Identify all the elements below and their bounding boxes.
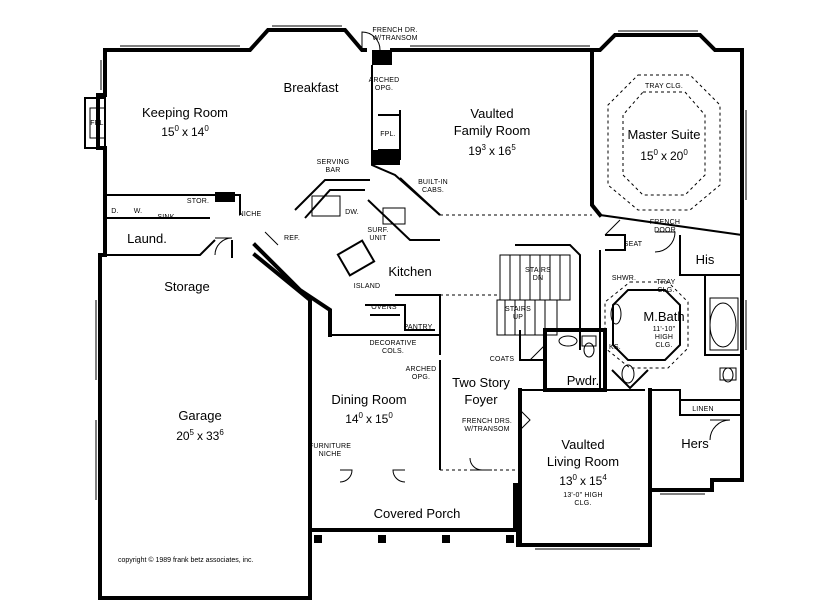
note-serving-2: BAR	[326, 167, 341, 174]
note-island: ISLAND	[354, 283, 381, 290]
room-name-foyer-1: Two Story	[452, 375, 510, 390]
note-arched-1: ARCHED	[369, 77, 400, 84]
room-name-foyer-2: Foyer	[464, 392, 498, 407]
note-stairs-up-2: UP	[513, 314, 523, 321]
note-french-drs-2: W/TRANSOM	[464, 426, 509, 433]
note-tray-clg: TRAY CLG.	[645, 83, 683, 90]
note-tray-clg-1: TRAY	[657, 279, 676, 286]
room-name-breakfast: Breakfast	[284, 80, 339, 95]
doors	[214, 31, 731, 483]
note-built-in-2: CABS.	[422, 187, 444, 194]
note-serving-1: SERVING	[317, 159, 350, 166]
note-w: W.	[134, 208, 143, 215]
stairs	[496, 254, 571, 336]
room-name-his: His	[696, 252, 715, 267]
note-ref: REF.	[284, 235, 300, 242]
note-shwr: SHWR.	[612, 275, 636, 282]
note-pantry: PANTRY	[404, 324, 433, 331]
note-coats: COATS	[490, 356, 515, 363]
note-decorative-1: DECORATIVE	[370, 340, 417, 347]
room-name-living-1: Vaulted	[561, 437, 604, 452]
note-built-in-1: BUILT-IN	[418, 179, 448, 186]
note-decorative-2: COLS.	[382, 348, 404, 355]
room-name-pwdr: Pwdr.	[567, 373, 600, 388]
room-name-keeping: Keeping Room	[142, 105, 228, 120]
note-stairs-up-1: STAIRS	[505, 306, 531, 313]
note-stairs-dn-2: DN	[533, 275, 544, 282]
plan-notes: FRENCH DR. W/TRANSOM ARCHED OPG. TRAY CL…	[90, 27, 714, 458]
note-fpl-keeping: FPL.	[90, 120, 106, 127]
exterior-walls	[96, 28, 744, 600]
note-seat: SEAT	[624, 241, 643, 248]
note-dw: DW.	[345, 209, 359, 216]
note-stor: STOR.	[187, 198, 209, 205]
note-furniture-1: FURNITURE	[309, 443, 351, 450]
room-name-living-2: Living Room	[547, 454, 619, 469]
note-arched-2: OPG.	[375, 85, 393, 92]
living-ceiling-note-1: 13'-0" HIGH	[563, 492, 602, 499]
room-name-storage: Storage	[164, 279, 210, 294]
room-name-family-1: Vaulted	[470, 106, 513, 121]
room-name-family-2: Family Room	[454, 123, 531, 138]
note-fpl-family: FPL.	[380, 131, 396, 138]
interior-walls	[84, 50, 743, 547]
note-mbath-3: CLG.	[655, 342, 672, 349]
note-ks: KS.	[609, 344, 621, 351]
note-furniture-2: NICHE	[319, 451, 342, 458]
windows	[95, 25, 747, 550]
porch-columns	[314, 535, 514, 543]
room-name-hers: Hers	[681, 436, 709, 451]
note-french-dr-2: W/TRANSOM	[372, 35, 417, 42]
note-surf-1: SURF.	[367, 227, 388, 234]
note-niche: NICHE	[239, 211, 262, 218]
room-name-kitchen: Kitchen	[388, 264, 431, 279]
note-tray-clg-2: CLG.	[657, 287, 674, 294]
living-ceiling-note-2: CLG.	[574, 500, 591, 507]
room-name-dining: Dining Room	[331, 392, 406, 407]
note-linen: LINEN	[692, 406, 714, 413]
note-french-drs-1: FRENCH DRS.	[462, 418, 512, 425]
copyright-text: copyright © 1989 frank betz associates, …	[118, 556, 254, 564]
room-name-master: Master Suite	[628, 127, 701, 142]
note-french-door-2: DOOR	[654, 227, 676, 234]
room-name-garage: Garage	[178, 408, 221, 423]
room-name-porch: Covered Porch	[374, 506, 461, 521]
room-name-mbath: M.Bath	[643, 309, 684, 324]
note-sink: SINK	[157, 214, 174, 221]
note-french-door-1: FRENCH	[650, 219, 680, 226]
note-surf-2: UNIT	[369, 235, 387, 242]
note-stairs-dn-1: STAIRS	[525, 267, 551, 274]
room-name-laund: Laund.	[127, 231, 167, 246]
note-arched-opg-1: ARCHED	[406, 366, 437, 373]
note-mbath-2: HIGH	[655, 334, 673, 341]
note-d: D.	[111, 208, 118, 215]
note-french-dr-1: FRENCH DR.	[372, 27, 417, 34]
note-arched-opg-2: OPG.	[412, 374, 430, 381]
note-ovens: OVENS	[371, 304, 397, 311]
note-mbath-1: 11'-10"	[653, 326, 676, 333]
